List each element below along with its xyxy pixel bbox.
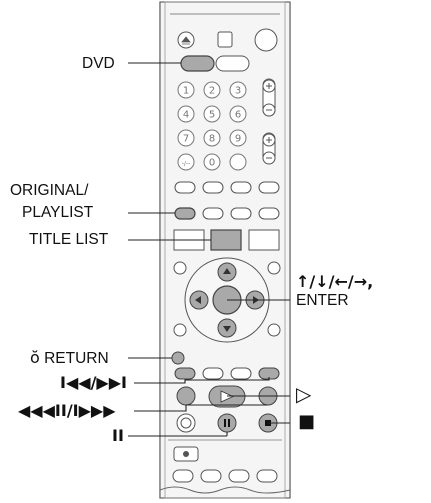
number-key[interactable] [203,105,221,123]
number-key-label: 6 [235,110,241,121]
number-key-label: 9 [235,134,241,145]
label-stop: ■ [298,411,316,432]
number-key[interactable] [229,105,247,123]
label-scan: ◀◀◀II/I▶▶▶ [18,401,116,420]
input-select-button [217,31,233,48]
scan-back-button [176,386,196,406]
number-key[interactable] [203,129,221,147]
leader-lines [128,62,290,437]
skip-leader [134,377,270,384]
label-play: ▷ [296,382,312,406]
number-key[interactable] [229,129,247,147]
power-button [254,28,278,52]
top-row-buttons [177,28,278,52]
label-original-line1: ORIGINAL/ [10,182,89,199]
number-key-label: 2 [209,86,215,97]
lower-section [168,439,282,483]
skip-row [174,367,280,380]
title-list-button [210,229,242,251]
tv-button [215,55,250,72]
number-key[interactable] [203,153,221,171]
label-arrows: ↑/↓/←/→, [296,272,374,291]
dvd-button [180,55,215,72]
label-return-text: RETURN [39,350,109,367]
label-dvd: DVD [82,55,115,72]
number-key[interactable] [177,105,195,123]
label-return: ŏ RETURN [30,349,109,368]
number-key[interactable] [229,153,247,171]
number-key-label: 3 [235,86,241,97]
original-playlist-button [174,207,196,220]
pause-stop-row [176,413,278,433]
label-skip: I◀◀/▶▶I [60,373,127,392]
label-title-list: TITLE LIST [29,231,109,248]
prev-button [174,367,196,380]
label-pause: II [112,426,124,445]
function-row-2 [174,207,280,220]
number-key-label: 0 [209,158,215,169]
rocker-keys [262,78,276,165]
number-key[interactable] [203,81,221,99]
label-enter: ENTER [296,292,349,309]
label-original-line2: PLAYLIST [22,204,94,221]
scan-leader [134,404,268,412]
number-key-label: 8 [209,134,215,145]
number-key[interactable] [177,129,195,147]
number-key-label: 4 [183,110,189,121]
number-keypad: 1 2 3 4 5 6 7 8 9 -/-- 0 [177,81,247,171]
pause-button [217,413,237,433]
function-row-1 [174,181,280,194]
number-key[interactable] [177,81,195,99]
number-key-label: 7 [183,134,189,145]
number-key-label: 5 [209,110,215,121]
number-key-label: 1 [183,86,189,97]
return-button [171,351,185,365]
return-icon: ŏ [30,348,40,367]
number-key[interactable] [229,81,247,99]
number-key-label: -/-- [182,161,191,168]
number-key[interactable] [177,153,195,171]
